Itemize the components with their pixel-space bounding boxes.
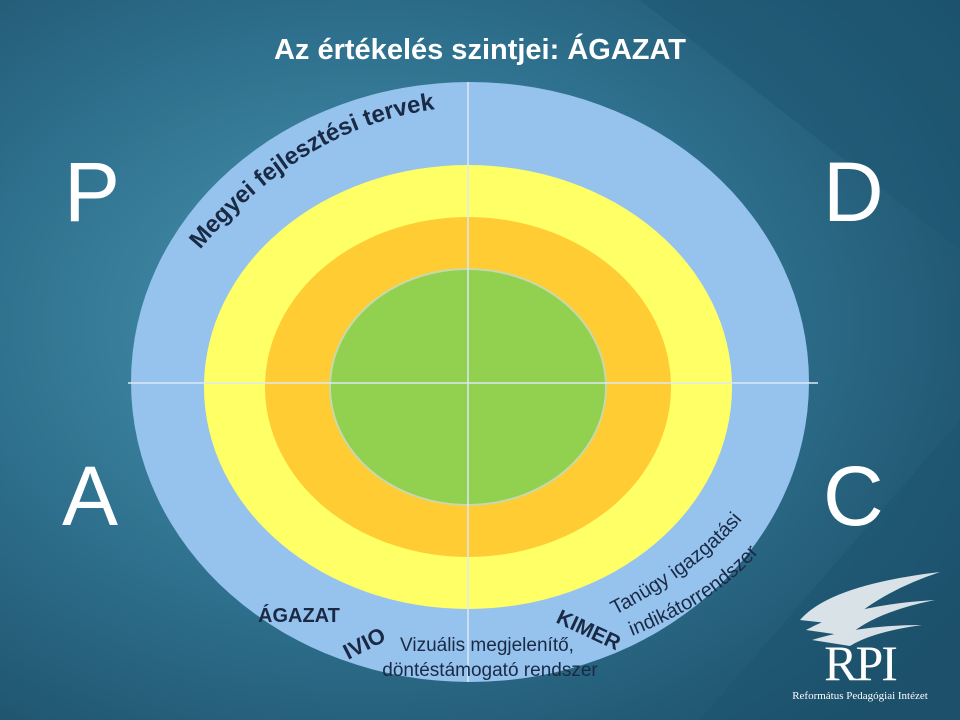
wing-icon [800, 572, 940, 646]
corner-letter-d: D [823, 145, 884, 239]
corner-letter-c: C [823, 449, 884, 543]
logo-name: Református Pedagógiai Intézet [792, 690, 928, 702]
label-vizualis-line1: Vizuális megjelenítő, [400, 635, 574, 656]
label-vizualis-line2: döntéstámogató rendszer [382, 660, 598, 681]
page-title: Az értékelés szintjei: ÁGAZAT [273, 34, 686, 66]
background-stripe-lower [700, 420, 960, 720]
corner-letter-a: A [62, 449, 119, 543]
corner-letter-p: P [64, 145, 121, 239]
label-agazat: ÁGAZAT [258, 604, 340, 627]
background-stripe [640, 0, 960, 250]
logo-mark: RPI [824, 635, 898, 691]
